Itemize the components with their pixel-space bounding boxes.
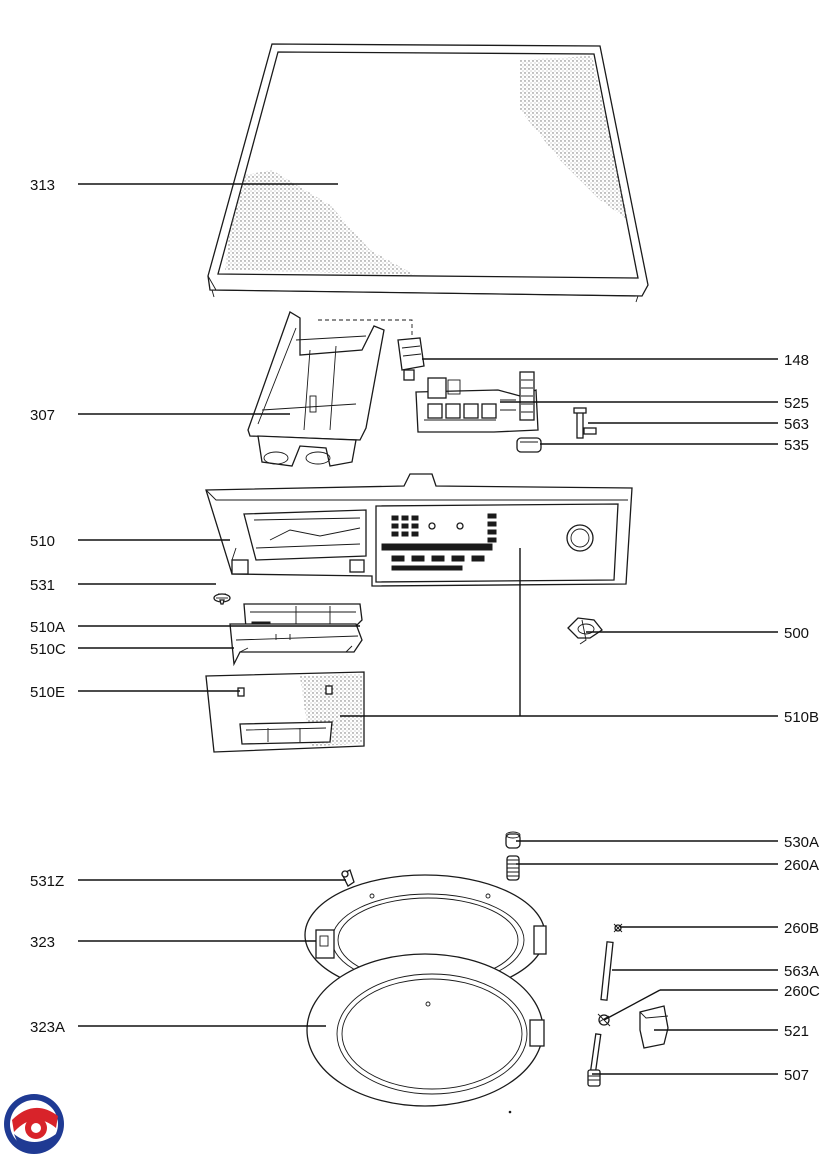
- button-535: [516, 437, 542, 453]
- part-labels: 313 148 307 525 563 535 510 531 510A 510…: [30, 177, 820, 1084]
- label-260B: 260B: [784, 920, 819, 937]
- label-500: 500: [784, 625, 809, 642]
- spring-260A: [506, 855, 520, 881]
- screw-531: [213, 593, 231, 605]
- label-307: 307: [30, 407, 55, 424]
- label-260C: 260C: [784, 983, 820, 1000]
- drawer-housing-510C: [229, 623, 363, 667]
- label-260A: 260A: [784, 857, 819, 874]
- label-563: 563: [784, 416, 809, 433]
- label-510B: 510B: [784, 709, 819, 726]
- spring-260B: [613, 923, 623, 933]
- label-531Z: 531Z: [30, 873, 64, 890]
- bushing-530A: [505, 831, 521, 849]
- label-510: 510: [30, 533, 55, 550]
- control-panel-510: [205, 473, 633, 587]
- front-plate-510E: [205, 671, 365, 753]
- knob-500: [567, 617, 603, 645]
- label-525: 525: [784, 395, 809, 412]
- brand-logo: [4, 1094, 64, 1154]
- pin-563: [573, 407, 597, 439]
- label-530A: 530A: [784, 834, 819, 851]
- hinge-pin-563A: [600, 941, 614, 1001]
- hinge-pin-507: [587, 1033, 602, 1087]
- top-cover-313: [207, 43, 649, 303]
- label-148: 148: [784, 352, 809, 369]
- clip-148: [397, 337, 425, 381]
- control-board-525: [415, 371, 539, 433]
- label-535: 535: [784, 437, 809, 454]
- label-510E: 510E: [30, 684, 65, 701]
- label-521: 521: [784, 1023, 809, 1040]
- label-563A: 563A: [784, 963, 819, 980]
- leader-lines: [78, 183, 778, 1075]
- label-531: 531: [30, 577, 55, 594]
- label-323A: 323A: [30, 1019, 65, 1036]
- hinge-cover-521: [639, 1005, 669, 1049]
- label-323: 323: [30, 934, 55, 951]
- label-507: 507: [784, 1067, 809, 1084]
- detergent-drawer-307: [247, 311, 413, 467]
- screw-531Z: [341, 869, 355, 887]
- door-ring-323A: [306, 953, 545, 1107]
- label-510A: 510A: [30, 619, 65, 636]
- label-313: 313: [30, 177, 55, 194]
- label-510C: 510C: [30, 641, 66, 658]
